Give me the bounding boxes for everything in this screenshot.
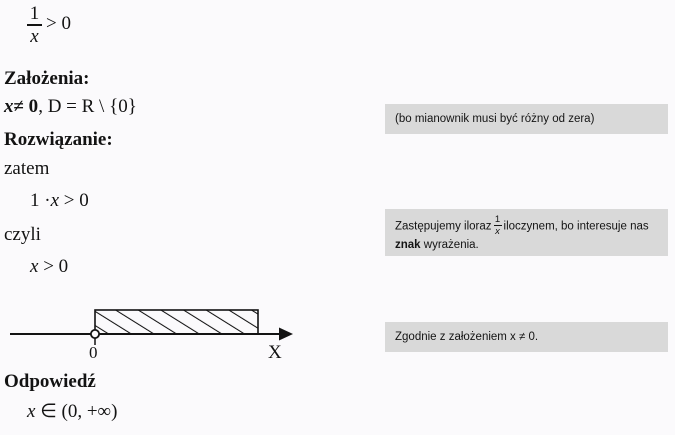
- assumption-domain: D = R \ {0}: [47, 96, 137, 117]
- assumption-relation: ≠ 0: [13, 96, 39, 117]
- solution-word-czyli: czyli: [4, 224, 41, 245]
- fraction-denominator: x: [30, 25, 39, 47]
- axis-arrow-head: [279, 327, 293, 341]
- note-domain-text: (bo mianownik musi być różny od zera): [395, 113, 595, 125]
- number-line-diagram: [0, 295, 330, 375]
- answer-variable: x: [27, 401, 36, 422]
- fraction-one-over-x: 1 x: [27, 4, 42, 46]
- answer-line: x ∈ (0, +∞): [27, 400, 117, 423]
- step-one-relation: > 0: [63, 190, 89, 211]
- problem-relation: > 0: [46, 13, 71, 35]
- step-two-variable: x: [30, 256, 39, 277]
- fraction-numerator: 1: [29, 3, 40, 24]
- solution-step-one: 1 ·x > 0: [30, 190, 89, 212]
- note-domain: (bo mianownik musi być różny od zera): [385, 104, 668, 134]
- note-assumption-text: Zgodnie z założeniem x ≠ 0.: [395, 331, 539, 343]
- answer-membership-symbol: ∈: [40, 401, 57, 422]
- shaded-solution-region: [95, 310, 258, 334]
- note-multiply-text-middle: iloczynem, bo interesuje nas: [503, 220, 649, 233]
- solution-step-two: x > 0: [30, 256, 68, 278]
- assumption-variable: x: [4, 96, 14, 117]
- answer-interval: (0, +∞): [61, 401, 118, 422]
- answer-heading: Odpowiedź: [4, 371, 96, 392]
- solution-heading: Rozwiązanie:: [4, 129, 113, 150]
- note-multiply-text-after: wyrażenia.: [423, 239, 479, 251]
- step-one-variable: x: [50, 190, 60, 211]
- note-fraction-bar: [493, 225, 502, 226]
- number-line-zero-label: 0: [89, 343, 98, 362]
- note-fraction-denominator: x: [495, 225, 500, 237]
- step-one-lhs: 1 ·: [30, 190, 51, 211]
- solution-word-zatem: zatem: [4, 158, 50, 179]
- fraction-bar: [27, 24, 42, 26]
- note-multiply-bold-word: znak: [395, 239, 421, 251]
- note-fraction-numerator: 1: [494, 214, 501, 225]
- number-line-axis-label: X: [268, 342, 282, 363]
- note-multiply-text-before: Zastępujemy iloraz: [395, 220, 492, 233]
- assumptions-line: x≠ 0, D = R \ {0}: [4, 96, 137, 118]
- step-two-relation: > 0: [43, 256, 69, 277]
- assumptions-heading: Założenia:: [4, 68, 90, 89]
- assumption-comma: ,: [38, 96, 43, 117]
- problem-inequality: 1 x > 0: [27, 4, 71, 46]
- note-assumption: Zgodnie z założeniem x ≠ 0.: [385, 322, 668, 352]
- open-endpoint-circle: [90, 329, 101, 340]
